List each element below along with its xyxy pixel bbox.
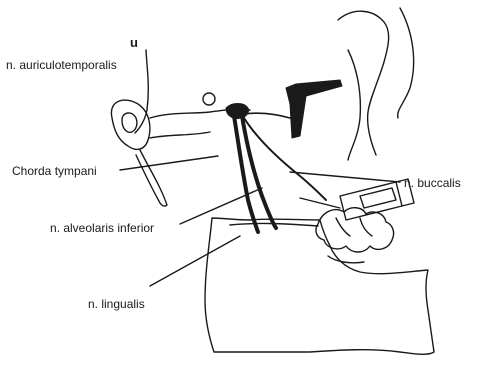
label-chorda-tympani: Chorda tympani xyxy=(12,164,97,178)
label-n-buccalis: n. buccalis xyxy=(404,176,461,190)
label-n-lingualis: n. lingualis xyxy=(88,297,145,311)
label-n-alveolaris-inferior: n. alveolaris inferior xyxy=(50,221,154,235)
styloid-process xyxy=(136,150,167,206)
inferior-alveolar-nerve xyxy=(242,116,276,228)
leader-lingualis xyxy=(150,236,240,286)
skull-outline xyxy=(338,11,389,155)
nerve-junction xyxy=(226,104,249,119)
buccal-nerve xyxy=(244,118,326,200)
syringe-needle xyxy=(300,198,340,208)
teeth xyxy=(316,208,394,252)
top-glyph: u xyxy=(130,36,138,50)
leader-chorda xyxy=(120,156,218,170)
ear-outline xyxy=(111,100,149,149)
label-n-auriculotemporalis: n. auriculotemporalis xyxy=(6,58,117,72)
ear-inner xyxy=(122,113,137,132)
coronoid-dark xyxy=(286,80,342,138)
